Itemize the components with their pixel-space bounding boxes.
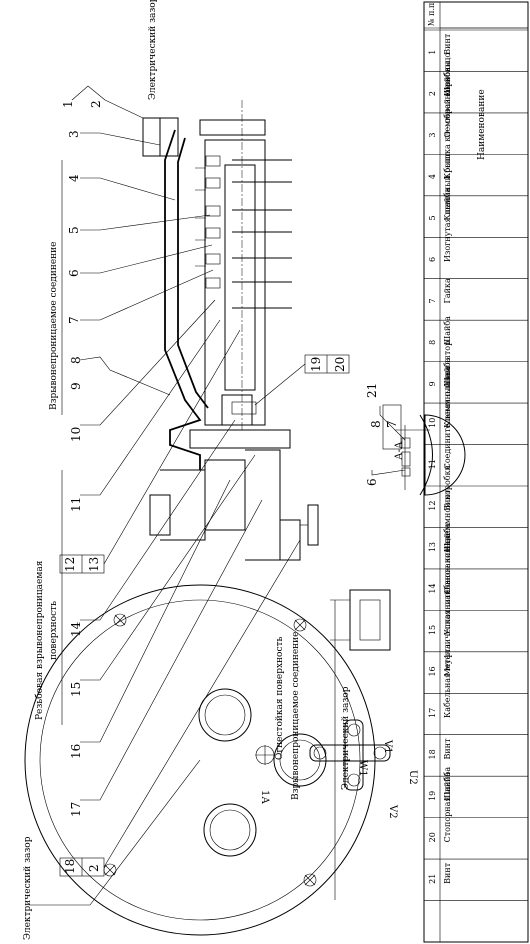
table-row-name: Шайба xyxy=(443,67,452,96)
section-callout-21: 21 xyxy=(365,383,379,398)
section-callout-6: 6 xyxy=(365,478,379,486)
table-row-number: 18 xyxy=(428,749,437,759)
table-row-number: 20 xyxy=(428,832,437,842)
table-row-number: 10 xyxy=(428,418,437,428)
table-row-name: Винт xyxy=(443,489,452,511)
callout-5: 5 xyxy=(67,226,81,234)
table-row-name: Винт xyxy=(443,738,452,760)
table-row-name: Шайба xyxy=(443,316,452,345)
table-row-number: 14 xyxy=(428,583,437,593)
table-row-number: 17 xyxy=(428,708,437,718)
table-row-number: 8 xyxy=(428,340,437,345)
callouts: 1 2 3 4 5 6 7 8 9 10 11 12 13 14 15 xyxy=(34,0,350,877)
callout-3: 3 xyxy=(67,130,81,138)
table-row-name: Винт xyxy=(443,33,452,55)
callout-15: 15 xyxy=(69,682,83,697)
table-row-name: Шайба xyxy=(443,772,452,801)
callout-18: 18 xyxy=(63,859,77,874)
callout-6: 6 xyxy=(67,269,81,277)
table-row-number: 6 xyxy=(428,257,437,262)
table-row-number: 5 xyxy=(428,215,437,220)
callout-20: 20 xyxy=(333,357,347,372)
callout-7: 7 xyxy=(67,316,81,324)
table-row-name: Крышка клеммной коробки xyxy=(443,61,452,179)
section-callout-7: 7 xyxy=(385,420,399,428)
table-row-number: 12 xyxy=(428,501,437,511)
terminal-bridges xyxy=(255,719,391,791)
terminal-1a: 1А xyxy=(259,790,270,804)
table-row-number: 9 xyxy=(428,381,437,386)
annotation-explosion-proof-joint: Взрывонепроницаемое соединение xyxy=(49,242,59,411)
table-row-name: О - образное кольцо xyxy=(443,53,452,138)
table-row-number: 7 xyxy=(428,298,437,303)
section-a-a: А-А 21 8 7 6 xyxy=(365,383,466,496)
table-row-number: 16 xyxy=(428,666,437,676)
table-header-name: Наименование xyxy=(477,89,487,160)
table-row-name: Шайба xyxy=(443,357,452,386)
table-row-name: Стопорная шайба xyxy=(443,767,452,843)
callout-8: 8 xyxy=(69,356,83,364)
terminal-bolts xyxy=(195,155,292,309)
section-callout-8: 8 xyxy=(369,420,383,428)
terminal-v2: V2 xyxy=(387,804,398,819)
callout-17: 17 xyxy=(69,802,83,817)
section-label: А-А xyxy=(394,441,405,460)
table-row-number: 13 xyxy=(428,542,437,552)
table-row-number: 11 xyxy=(428,459,437,469)
annotation-electric-gap-left: Электрический зазор xyxy=(148,0,158,100)
table-row-name: Клеммный болт xyxy=(443,153,452,221)
table-header-num: № п.п xyxy=(427,3,436,26)
table-row-name: Изогнутая шайба xyxy=(443,187,452,262)
table-row-number: 15 xyxy=(428,625,437,635)
table-row-number: 3 xyxy=(428,133,437,138)
table-row-number: 21 xyxy=(428,874,437,884)
section-view xyxy=(142,100,319,561)
terminal-w1: W1 xyxy=(357,760,368,777)
table-row-name: Кабельная муфта xyxy=(443,644,452,718)
annotation-threaded-surface-line2: поверхность xyxy=(49,601,59,660)
callout-2: 2 xyxy=(89,100,103,108)
callout-9: 9 xyxy=(69,382,83,390)
flange-screws xyxy=(103,613,317,887)
table-row-name: Шайба xyxy=(443,523,452,552)
callout-16: 16 xyxy=(69,744,83,759)
annotation-fireproof-surface: Огнестойкая поверхность xyxy=(275,637,285,760)
callout-4: 4 xyxy=(67,174,81,182)
annotation-explosion-proof-joint-2: Взрывонепроницаемое соединение xyxy=(291,632,301,801)
table-row-number: 19 xyxy=(428,791,437,801)
table-row-number: 1 xyxy=(428,50,437,55)
callout-13: 13 xyxy=(87,557,101,572)
terminal-v1: V1 xyxy=(382,739,393,754)
callout-1: 1 xyxy=(61,100,75,108)
callout-10: 10 xyxy=(69,427,83,442)
table-row-name: Уплотнительное кольцо xyxy=(443,534,452,636)
table-row-number: 2 xyxy=(428,91,437,96)
callout-12: 12 xyxy=(63,557,77,572)
terminal-u2: U2 xyxy=(407,770,418,785)
annotation-threaded-surface-line1: Резьбовая взрывонепроницаемая xyxy=(34,560,45,720)
callout-19: 19 xyxy=(309,357,323,372)
table-row-number: 4 xyxy=(428,174,437,179)
table-row-name: Клеммный изолятор xyxy=(443,341,452,428)
table-row-name: Соединительная планка xyxy=(443,366,452,469)
annotation-electric-gap-bottom: Электрический зазор xyxy=(23,836,33,940)
annotation-electric-gap-right: Электрический зазор xyxy=(341,686,351,790)
callout-14: 14 xyxy=(69,621,83,637)
callout-2b: 2 xyxy=(87,864,101,872)
callout-11: 11 xyxy=(69,497,83,512)
table-row-name: Металлическая шайба xyxy=(443,580,452,677)
table-row-name: Основание клеммной коробки xyxy=(443,465,452,594)
top-view: W1 V1 V2 U2 1А Электрический зазор Элект… xyxy=(23,584,418,940)
table-row-name: Винт xyxy=(443,862,452,884)
table-row-name: Гайка xyxy=(443,278,452,303)
